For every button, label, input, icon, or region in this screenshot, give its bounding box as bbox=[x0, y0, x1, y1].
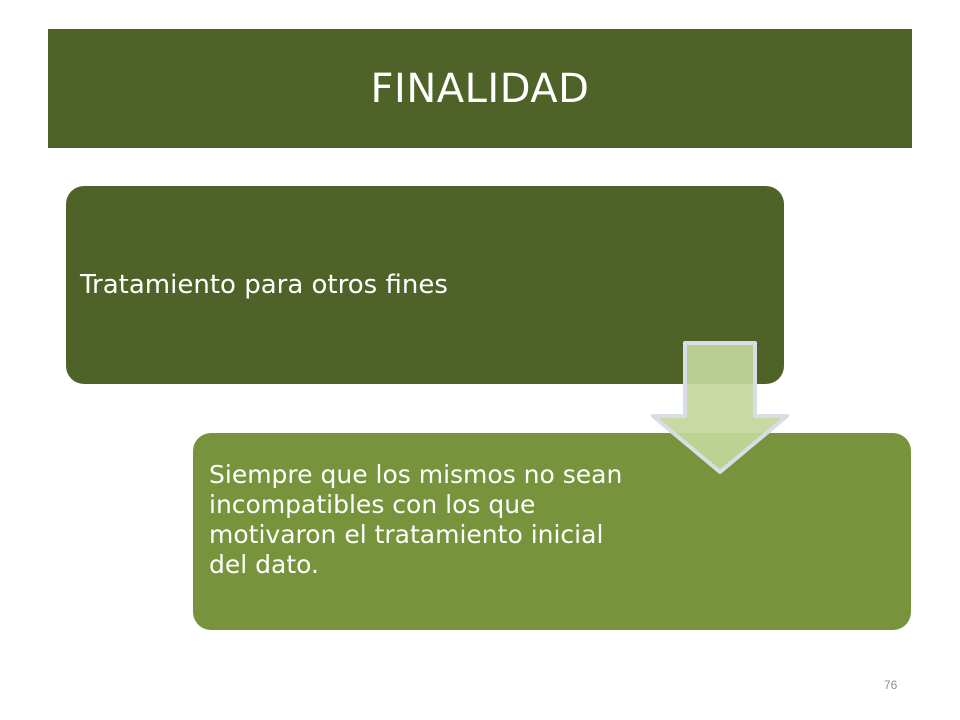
page-number: 76 bbox=[884, 678, 898, 692]
slide-title: FINALIDAD bbox=[370, 65, 590, 112]
down-arrow-shape bbox=[651, 341, 789, 474]
diagram-box-2-label: Siempre que los mismos no sean incompati… bbox=[209, 460, 623, 579]
down-arrow-icon bbox=[651, 341, 789, 474]
title-bar: FINALIDAD bbox=[48, 29, 912, 148]
diagram-box-1: Tratamiento para otros fines bbox=[66, 186, 784, 384]
diagram-box-1-label: Tratamiento para otros fines bbox=[80, 270, 448, 300]
diagram-box-2: Siempre que los mismos no sean incompati… bbox=[193, 433, 911, 630]
